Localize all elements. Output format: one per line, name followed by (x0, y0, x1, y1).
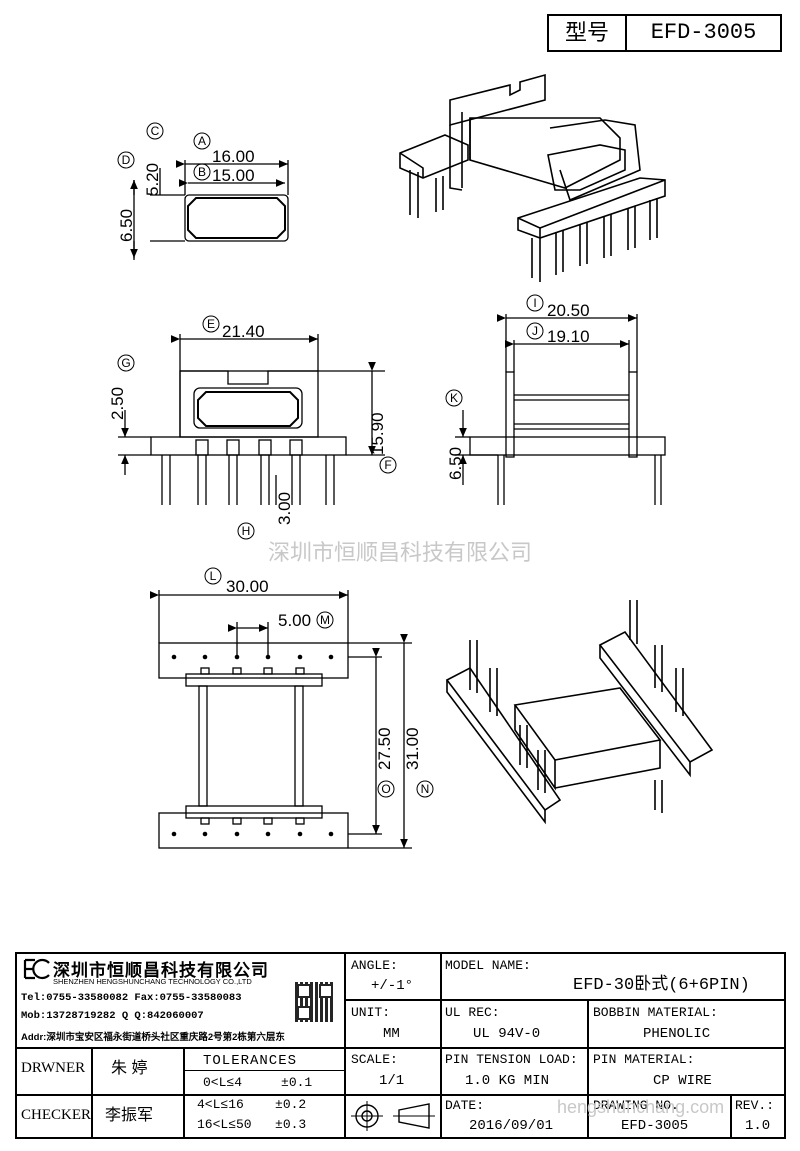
svg-text:A: A (198, 134, 206, 148)
drawing-sheet: 16.00 15.00 5.20 6.50 21.40 15.90 2.50 3… (108, 73, 714, 849)
angle-label: ANGLE: (351, 958, 398, 973)
bottom-view (149, 590, 412, 849)
date-label: DATE: (445, 1098, 485, 1113)
marker-F: F (379, 456, 397, 474)
date-value: 2016/09/01 (469, 1118, 554, 1134)
svg-text:E: E (207, 317, 215, 331)
marker-O: O (377, 780, 395, 798)
dim-O: 27.50 (375, 727, 394, 770)
qr-code (295, 982, 335, 1022)
ul-rec-value: UL 94V-0 (473, 1026, 541, 1042)
marker-L: L (204, 567, 222, 585)
dim-D: 6.50 (117, 209, 136, 242)
tolerance-row-2: 4<L≤16 ±0.2 (197, 1097, 307, 1112)
dim-L: 30.00 (226, 577, 269, 596)
model-label: MODEL NAME: (445, 958, 531, 973)
company-tel-fax: Tel:0755-33580082 Fax:0755-33580083 (21, 992, 242, 1004)
front-view (118, 334, 385, 505)
rev-value: 1.0 (745, 1118, 771, 1134)
marker-J: J (526, 322, 544, 340)
dim-J: 19.10 (547, 327, 590, 346)
svg-text:M: M (320, 613, 330, 627)
dim-F: 15.90 (368, 412, 387, 455)
ul-rec-label: UL REC: (445, 1005, 500, 1020)
marker-C: C (146, 122, 164, 140)
svg-text:I: I (533, 296, 536, 310)
unit-value: MM (383, 1026, 400, 1042)
drawer-value: 朱 婷 (111, 1060, 148, 1077)
svg-text:H: H (242, 524, 251, 538)
iso-view-top (399, 73, 666, 282)
marker-E: E (202, 315, 220, 333)
dim-B: 15.00 (212, 166, 255, 185)
drawing-no-label: DRAWING NO. (593, 1098, 679, 1113)
part-number: EFD-3005 (650, 20, 757, 45)
pin-tension-label: PIN TENSION LOAD: (445, 1052, 578, 1067)
dim-C: 5.20 (143, 163, 162, 196)
watermark-url: hengshunchang.com (557, 1097, 725, 1117)
header-box: 型号 EFD-3005 (547, 14, 782, 52)
checker-label: CHECKER (21, 1107, 92, 1123)
svg-text:C: C (151, 124, 160, 138)
pin-material-label: PIN MATERIAL: (593, 1052, 695, 1067)
svg-text:O: O (381, 782, 390, 796)
scale-value: 1/1 (379, 1073, 405, 1089)
dim-N: 31.00 (403, 727, 422, 770)
marker-B: B (193, 163, 211, 181)
dim-H: 3.00 (275, 492, 294, 525)
side-view (455, 314, 666, 505)
marker-N: N (416, 780, 434, 798)
rev-label: REV.: (735, 1098, 775, 1113)
marker-A: A (193, 132, 211, 150)
svg-text:L: L (210, 569, 217, 583)
dim-I: 20.50 (547, 301, 590, 320)
bobbin-material-value: PHENOLIC (643, 1026, 711, 1042)
company-address: Addr:深圳市宝安区福永街道桥头社区重庆路2号第2栋第六层东 (21, 1032, 285, 1043)
dim-E: 21.40 (222, 322, 265, 341)
svg-text:J: J (532, 324, 538, 338)
watermark: 深圳市恒顺昌科技有限公司 (268, 540, 532, 565)
marker-K: K (445, 389, 463, 407)
unit-label: UNIT: (351, 1005, 391, 1020)
scale-label: SCALE: (351, 1052, 398, 1067)
marker-I: I (526, 294, 544, 312)
svg-text:B: B (198, 165, 206, 179)
company-mob-qq: Mob:13728719282 Q Q:842060007 (21, 1010, 204, 1022)
drawer-label: DRWNER (21, 1060, 86, 1076)
title-block: 深圳市恒顺昌科技有限公司 SHENZHEN HENGSHUNCHANG TECH… (15, 952, 786, 1139)
bobbin-material-label: BOBBIN MATERIAL: (593, 1005, 718, 1020)
drawing-no-value: EFD-3005 (621, 1118, 689, 1134)
dim-A: 16.00 (212, 147, 255, 166)
pin-tension-value: 1.0 KG MIN (465, 1073, 550, 1089)
projection-symbol-icon (347, 1098, 439, 1134)
type-label: 型号 (549, 16, 627, 50)
marker-M: M (316, 611, 334, 629)
company-name-en: SHENZHEN HENGSHUNCHANG TECHNOLOGY CO.,LT… (53, 977, 252, 986)
marker-G: G (117, 354, 135, 372)
angle-value: +/-1° (371, 978, 414, 994)
dim-K: 6.50 (446, 447, 465, 480)
marker-D: D (117, 151, 135, 169)
dim-M: 5.00 (278, 611, 311, 630)
tolerance-row-1: 0<L≤4 ±0.1 (203, 1075, 313, 1090)
model-value: EFD-30卧式(6+6PIN) (573, 976, 750, 995)
marker-H: H (237, 522, 255, 540)
company-name-cn: 深圳市恒顺昌科技有限公司 (53, 961, 269, 980)
svg-text:N: N (421, 782, 430, 796)
svg-text:K: K (450, 391, 458, 405)
tolerances-label: TOLERANCES (203, 1053, 298, 1069)
checker-value: 李振军 (105, 1107, 154, 1124)
svg-text:D: D (122, 153, 131, 167)
svg-text:G: G (121, 356, 130, 370)
iso-view-bottom (445, 600, 714, 825)
pin-material-value: CP WIRE (653, 1073, 712, 1089)
svg-text:F: F (384, 458, 391, 472)
dim-G: 2.50 (108, 387, 127, 420)
company-logo (23, 958, 51, 980)
tolerance-row-3: 16<L≤50 ±0.3 (197, 1117, 307, 1132)
